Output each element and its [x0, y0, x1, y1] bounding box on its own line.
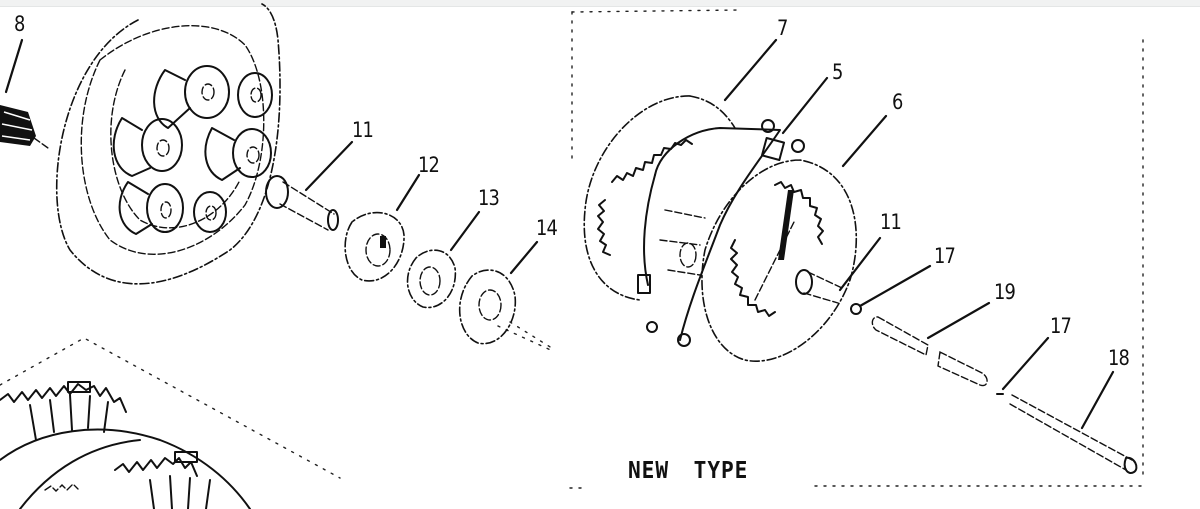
spring-boss — [118, 181, 184, 235]
leader-19 — [926, 301, 991, 340]
old-type-clutch-housing-icon — [0, 381, 251, 509]
spring-boss — [153, 65, 230, 129]
callout-7: 7 — [777, 16, 788, 40]
callout-17-second: 17 — [1050, 314, 1072, 338]
lock-washer-13-icon — [406, 249, 457, 309]
spring-boss — [204, 127, 272, 181]
leader-17a — [858, 264, 932, 308]
new-type-caption: NEW TYPE — [628, 458, 749, 484]
clutch-spring-icon — [0, 105, 49, 149]
leader-12 — [395, 173, 421, 212]
callout-11-new: 11 — [880, 210, 902, 234]
leader-14 — [509, 240, 539, 275]
callout-5: 5 — [832, 60, 843, 84]
washer-14-icon — [458, 269, 556, 351]
leader-17b — [1001, 336, 1050, 391]
new-type-boundary — [569, 9, 1144, 489]
nut-12-icon — [344, 211, 405, 282]
leader-6 — [841, 114, 888, 168]
push-pin-11-icon — [265, 175, 339, 231]
leader-5 — [781, 76, 829, 135]
push-pin-11-new-icon — [795, 269, 843, 304]
callout-13: 13 — [478, 186, 500, 210]
ball-17-icon — [850, 303, 862, 315]
old-type-boundary — [0, 325, 556, 479]
leader-8 — [4, 38, 24, 94]
spring-boss — [112, 117, 183, 177]
pressure-plate-icon — [55, 3, 281, 285]
callout-11: 11 — [352, 118, 374, 142]
callout-18: 18 — [1108, 346, 1130, 370]
top-strip — [0, 0, 1200, 7]
spring-boss — [237, 72, 273, 118]
push-rod-19-icon — [871, 316, 988, 387]
leader-18 — [1080, 370, 1115, 430]
clutch-plate-6-icon — [701, 159, 857, 362]
leader-13 — [449, 210, 481, 252]
leader-11a — [304, 140, 354, 192]
clutch-boss-5-icon — [637, 119, 805, 347]
callout-12: 12 — [418, 153, 440, 177]
push-rod-18-icon — [1009, 394, 1138, 474]
leader-lines — [4, 38, 1115, 430]
friction-plate-7-icon — [583, 95, 736, 301]
leader-11b — [838, 236, 882, 292]
callout-19: 19 — [994, 280, 1016, 304]
callout-8: 8 — [14, 12, 25, 36]
leader-7 — [723, 38, 778, 102]
callout-14: 14 — [536, 216, 558, 240]
callout-6: 6 — [892, 90, 903, 114]
spring-boss — [193, 191, 227, 233]
callout-17: 17 — [934, 244, 956, 268]
